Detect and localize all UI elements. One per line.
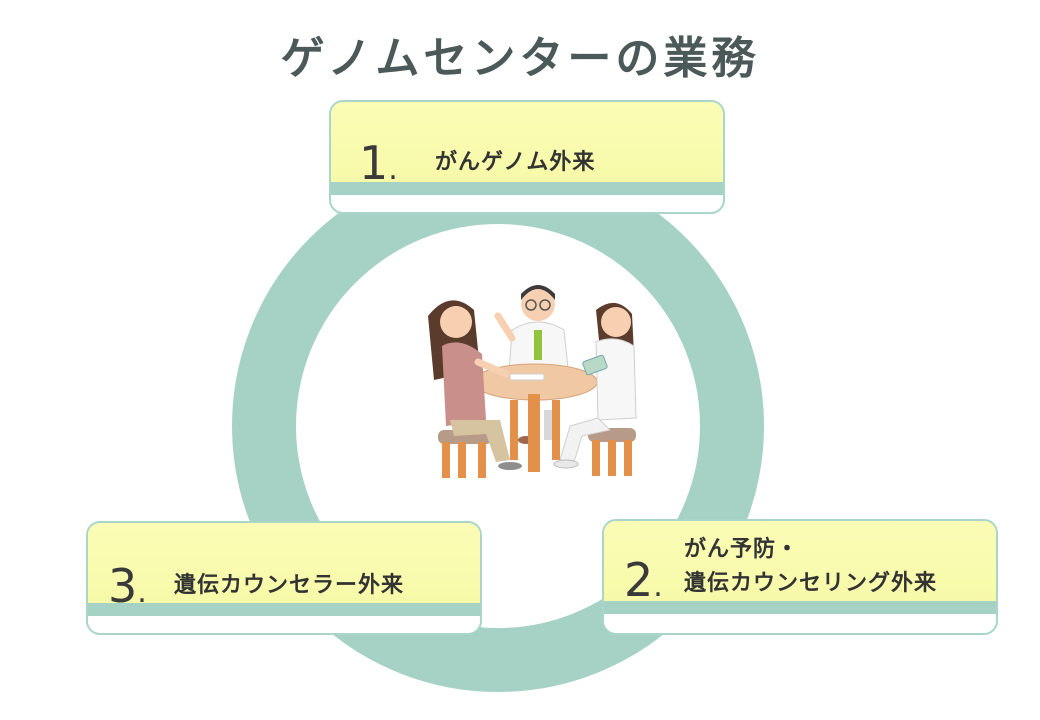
step-2-label-line1: がん予防・ (684, 537, 800, 562)
page-title: ゲノムセンターの業務 (280, 33, 760, 84)
step-2-label: がん予防・ 遺伝カウンセリング外来 (684, 533, 937, 601)
stool-left (438, 430, 492, 478)
step-2-label-line2: 遺伝カウンセリング外来 (684, 571, 938, 596)
round-table (472, 363, 598, 472)
step-1-card: 1. がんゲノム外来 (329, 100, 725, 214)
stool-right (588, 428, 636, 476)
counselor-figure (553, 302, 637, 469)
doctor-consultation-icon (428, 285, 637, 478)
step-2-card: 2. がん予防・ 遺伝カウンセリング外来 (602, 519, 998, 635)
patient-figure (428, 300, 522, 470)
step-1-label: がんゲノム外来 (435, 150, 596, 175)
step-3-card: 3. 遺伝カウンセラー外来 (86, 521, 482, 635)
step-1-number: 1. (359, 136, 398, 190)
step-3-number: 3. (108, 559, 147, 613)
step-3-label: 遺伝カウンセラー外来 (174, 573, 405, 598)
step-2-number: 2. (624, 553, 663, 607)
